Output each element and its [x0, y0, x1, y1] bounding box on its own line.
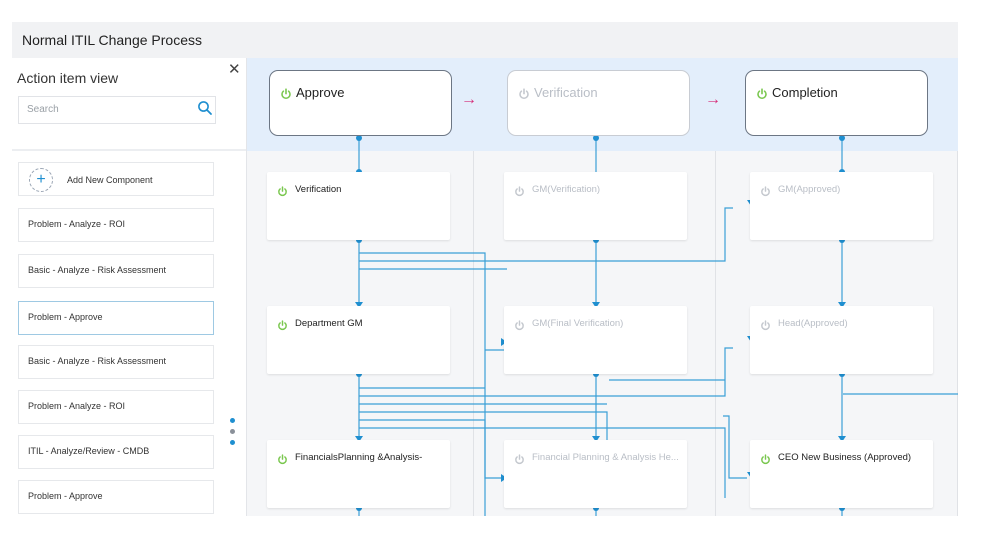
stage-completion[interactable]: Completion	[745, 70, 928, 136]
power-icon	[280, 87, 292, 105]
list-item-label: ITIL - Analyze/Review - CMDB	[28, 446, 150, 456]
power-icon	[756, 87, 768, 105]
list-item[interactable]: Basic - Analyze - Risk Assessment	[18, 345, 214, 379]
workflow-canvas: Approve → Verification → Completion Veri…	[247, 58, 958, 516]
list-item[interactable]: Basic - Analyze - Risk Assessment	[18, 254, 214, 288]
list-item[interactable]: Problem - Approve	[18, 480, 214, 514]
scroll-indicator[interactable]	[230, 418, 236, 451]
title-bar: Normal ITIL Change Process	[12, 22, 958, 59]
sidebar-divider	[12, 149, 246, 151]
node-label: Financial Planning & Analysis He...	[532, 452, 679, 463]
power-icon	[277, 452, 288, 470]
column-divider	[957, 151, 958, 516]
search-icon[interactable]	[197, 100, 213, 121]
power-icon	[514, 184, 525, 202]
power-icon	[760, 452, 771, 470]
list-item-label: Problem - Approve	[28, 491, 103, 501]
workflow-node[interactable]: GM(Verification)	[504, 172, 687, 240]
workflow-node[interactable]: Head(Approved)	[750, 306, 933, 374]
stage-approve[interactable]: Approve	[269, 70, 452, 136]
power-icon	[514, 452, 525, 470]
page-title: Normal ITIL Change Process	[22, 32, 202, 48]
workflow-node[interactable]: Financial Planning & Analysis He...	[504, 440, 687, 508]
node-label: GM(Final Verification)	[532, 318, 624, 329]
power-icon	[277, 318, 288, 336]
search-box	[18, 96, 216, 124]
workflow-node[interactable]: GM(Approved)	[750, 172, 933, 240]
node-label: CEO New Business (Approved)	[778, 452, 912, 463]
list-item-label: Problem - Analyze - ROI	[28, 401, 126, 411]
workflow-node[interactable]: CEO New Business (Approved)	[750, 440, 933, 508]
plus-icon: +	[29, 168, 53, 192]
stage-label: Approve	[296, 85, 345, 100]
column-divider	[473, 151, 474, 516]
workflow-node[interactable]: GM(Final Verification)	[504, 306, 687, 374]
power-icon	[277, 184, 288, 202]
arrow-right-icon: →	[461, 91, 477, 108]
arrow-right-icon: →	[705, 91, 721, 108]
node-label: GM(Approved)	[778, 184, 841, 195]
list-item-label: Basic - Analyze - Risk Assessment	[28, 265, 167, 275]
stage-label: Completion	[772, 85, 838, 100]
workflow-node[interactable]: Department GM	[267, 306, 450, 374]
power-icon	[760, 184, 771, 202]
stage-verification[interactable]: Verification	[507, 70, 690, 136]
node-label: FinancialsPlanning &Analysis-	[295, 452, 423, 463]
column-divider	[715, 151, 716, 516]
power-icon	[518, 87, 530, 105]
connector-lines	[355, 135, 958, 516]
add-new-component-button[interactable]: + Add New Component	[18, 162, 214, 196]
list-item-label: Problem - Analyze - ROI	[28, 219, 126, 229]
node-label: Head(Approved)	[778, 318, 848, 329]
list-item[interactable]: Problem - Analyze - ROI	[18, 390, 214, 424]
workflow-node[interactable]: FinancialsPlanning &Analysis-	[267, 440, 450, 508]
workflow-node[interactable]: Verification	[267, 172, 450, 240]
sidebar-title: Action item view	[17, 70, 119, 86]
list-item-selected[interactable]: Problem - Approve	[18, 301, 214, 335]
node-label: GM(Verification)	[532, 184, 601, 195]
list-item[interactable]: Problem - Analyze - ROI	[18, 208, 214, 242]
action-item-sidebar: ✕ Action item view + Add New Component P…	[12, 58, 247, 516]
app-window: Normal ITIL Change Process ✕ Action item…	[12, 22, 958, 516]
list-item-label: Problem - Approve	[28, 312, 103, 322]
search-input[interactable]	[19, 97, 197, 121]
close-icon[interactable]: ✕	[228, 61, 241, 78]
power-icon	[760, 318, 771, 336]
list-item[interactable]: ITIL - Analyze/Review - CMDB	[18, 435, 214, 469]
stage-label: Verification	[534, 85, 598, 100]
node-label: Verification	[295, 184, 342, 195]
add-component-label: Add New Component	[67, 175, 153, 185]
node-label: Department GM	[295, 318, 363, 329]
power-icon	[514, 318, 525, 336]
list-item-label: Basic - Analyze - Risk Assessment	[28, 356, 167, 366]
